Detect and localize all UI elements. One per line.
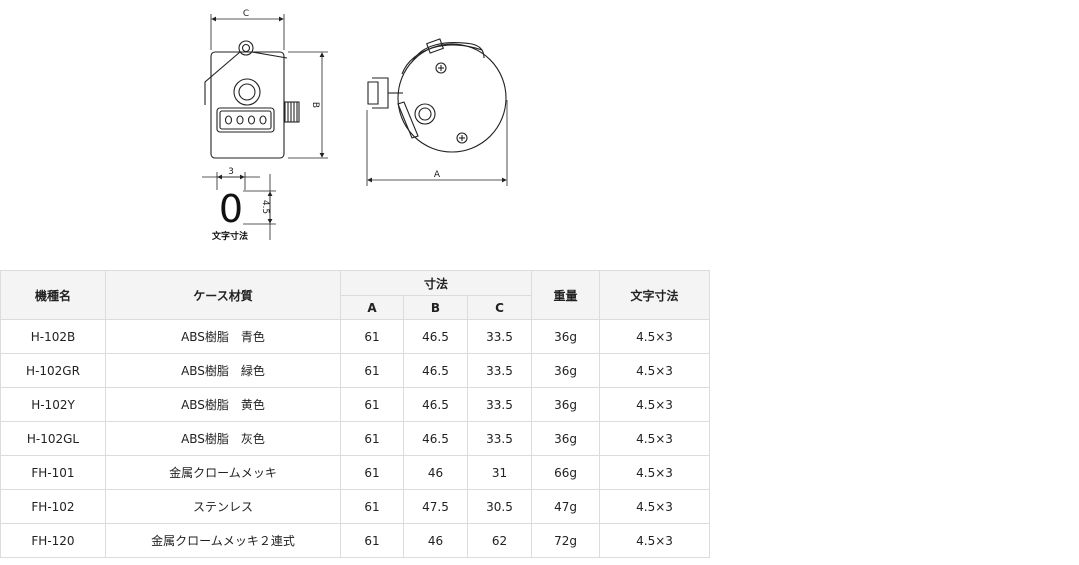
cell-char-size: 4.5×3 <box>599 455 711 490</box>
table-row: H-102B ABS樹脂 青色 61 46.5 33.5 36g 4.5×3 <box>0 319 711 354</box>
char-height-label: 4.5 <box>260 200 270 214</box>
cell-c: 33.5 <box>466 319 533 354</box>
table-row: H-102GL ABS樹脂 灰色 61 46.5 33.5 36g 4.5×3 <box>0 421 711 456</box>
dimension-a-label: A <box>434 170 441 180</box>
cell-c: 33.5 <box>466 353 533 388</box>
cell-material: ABS樹脂 黄色 <box>105 387 341 422</box>
spec-table: 機種名 ケース材質 寸法 重量 文字寸法 A B C H-102B ABS樹脂 … <box>0 270 711 558</box>
header-material: ケース材質 <box>105 270 341 320</box>
cell-a: 61 <box>340 523 404 558</box>
dimension-c <box>210 14 285 50</box>
cell-a: 61 <box>340 387 404 422</box>
cell-model: H-102Y <box>0 387 106 422</box>
cell-model: H-102GR <box>0 353 106 388</box>
cell-b: 46.5 <box>403 387 468 422</box>
cell-char-size: 4.5×3 <box>599 319 711 354</box>
cell-c: 33.5 <box>466 387 533 422</box>
header-a: A <box>340 295 404 320</box>
cell-weight: 72g <box>531 523 601 558</box>
table-row: H-102Y ABS樹脂 黄色 61 46.5 33.5 36g 4.5×3 <box>0 387 711 422</box>
counter-technical-drawing: C B A <box>202 9 508 242</box>
cell-model: H-102GL <box>0 421 106 456</box>
cell-material: 金属クロームメッキ２連式 <box>105 523 341 558</box>
dimension-c-label: C <box>243 9 249 19</box>
table-row: H-102GR ABS樹脂 緑色 61 46.5 33.5 36g 4.5×3 <box>0 353 711 388</box>
cell-a: 61 <box>340 489 404 524</box>
cell-char-size: 4.5×3 <box>599 387 711 422</box>
char-width-label: 3 <box>228 167 234 177</box>
table-row: FH-101 金属クロームメッキ 61 46 31 66g 4.5×3 <box>0 455 711 490</box>
dimension-b-label: B <box>310 102 320 108</box>
cell-b: 46.5 <box>403 319 468 354</box>
cell-material: ABS樹脂 灰色 <box>105 421 341 456</box>
side-view <box>367 38 507 153</box>
cell-model: H-102B <box>0 319 106 354</box>
cell-b: 46.5 <box>403 421 468 456</box>
table-header-row: 機種名 ケース材質 寸法 重量 文字寸法 <box>0 270 711 320</box>
cell-char-size: 4.5×3 <box>599 353 711 388</box>
cell-weight: 36g <box>531 421 601 456</box>
cell-model: FH-102 <box>0 489 106 524</box>
table-row: FH-102 ステンレス 61 47.5 30.5 47g 4.5×3 <box>0 489 711 524</box>
cell-a: 61 <box>340 319 404 354</box>
cell-c: 62 <box>466 523 533 558</box>
front-view <box>204 40 300 159</box>
cell-weight: 66g <box>531 455 601 490</box>
header-char-size: 文字寸法 <box>599 270 711 320</box>
cell-b: 46 <box>403 455 468 490</box>
character-size-detail <box>202 172 276 240</box>
dimension-b <box>288 51 328 159</box>
cell-material: ABS樹脂 緑色 <box>105 353 341 388</box>
cell-model: FH-101 <box>0 455 106 490</box>
header-model: 機種名 <box>0 270 106 320</box>
cell-char-size: 4.5×3 <box>599 489 711 524</box>
sample-digit: 0 <box>219 187 243 231</box>
cell-model: FH-120 <box>0 523 106 558</box>
cell-material: 金属クロームメッキ <box>105 455 341 490</box>
cell-material: ABS樹脂 青色 <box>105 319 341 354</box>
cell-c: 33.5 <box>466 421 533 456</box>
cell-char-size: 4.5×3 <box>599 421 711 456</box>
cell-a: 61 <box>340 455 404 490</box>
cell-c: 30.5 <box>466 489 533 524</box>
cell-b: 46 <box>403 523 468 558</box>
dimension-a <box>366 100 508 186</box>
cell-char-size: 4.5×3 <box>599 523 711 558</box>
header-dimensions: 寸法 <box>339 270 533 296</box>
header-c: C <box>466 295 533 320</box>
header-weight: 重量 <box>531 270 601 320</box>
char-size-caption: 文字寸法 <box>211 230 248 242</box>
cell-material: ステンレス <box>105 489 341 524</box>
cell-b: 46.5 <box>403 353 468 388</box>
cell-weight: 47g <box>531 489 601 524</box>
cell-weight: 36g <box>531 319 601 354</box>
cell-a: 61 <box>340 421 404 456</box>
cell-a: 61 <box>340 353 404 388</box>
cell-c: 31 <box>466 455 533 490</box>
header-b: B <box>403 295 468 320</box>
cell-weight: 36g <box>531 353 601 388</box>
table-row: FH-120 金属クロームメッキ２連式 61 46 62 72g 4.5×3 <box>0 523 711 558</box>
cell-b: 47.5 <box>403 489 468 524</box>
cell-weight: 36g <box>531 387 601 422</box>
